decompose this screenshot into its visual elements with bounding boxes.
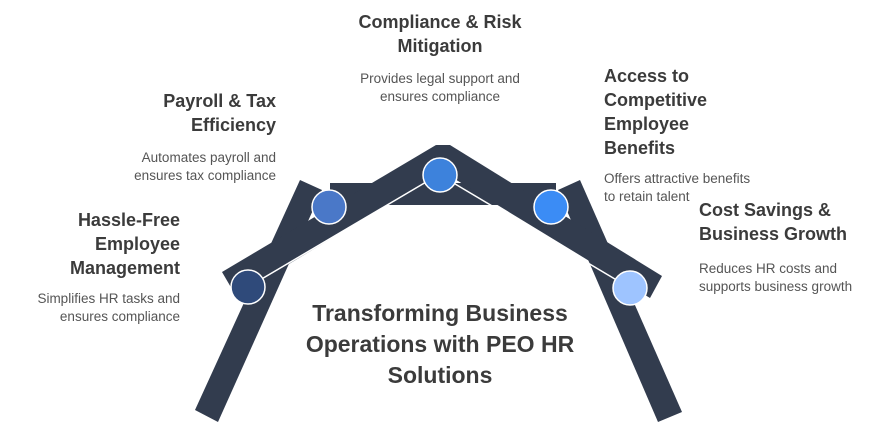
item-desc: Simplifies HR tasks and ensures complian…	[37, 291, 180, 324]
item-title: Access to Competitive Employee Benefits	[604, 66, 708, 158]
item-title: Payroll & Tax Efficiency	[163, 91, 276, 135]
item-compliance: Compliance & Risk Mitigation Provides le…	[340, 10, 540, 106]
item-payroll: Payroll & Tax Efficiency Automates payro…	[96, 89, 276, 185]
node-circle-1	[230, 269, 266, 305]
item-title: Compliance & Risk Mitigation	[358, 12, 522, 56]
node-circle-3	[422, 157, 458, 193]
item-cost-savings: Cost Savings & Business Growth Reduces H…	[699, 198, 869, 296]
item-title: Hassle-Free Employee Management	[69, 210, 180, 278]
node-circle-2	[311, 189, 347, 225]
item-benefits: Access to Competitive Employee Benefits …	[604, 64, 764, 206]
item-desc: Provides legal support and ensures compl…	[360, 71, 520, 104]
item-desc: Automates payroll and ensures tax compli…	[134, 150, 276, 183]
item-title: Cost Savings & Business Growth	[699, 200, 848, 244]
item-desc: Offers attractive benefits to retain tal…	[604, 171, 751, 204]
connector-line	[247, 174, 439, 288]
item-hassle-free: Hassle-Free Employee Management Simplifi…	[10, 208, 180, 326]
diagram-title: Transforming Business Operations with PE…	[305, 300, 575, 388]
connector-line	[439, 174, 631, 289]
item-desc: Reduces HR costs and supports business g…	[699, 261, 853, 294]
node-circle-5	[612, 270, 648, 306]
node-connectors	[247, 174, 631, 289]
node-circle-4	[533, 189, 569, 225]
benefit-nodes	[230, 157, 648, 306]
